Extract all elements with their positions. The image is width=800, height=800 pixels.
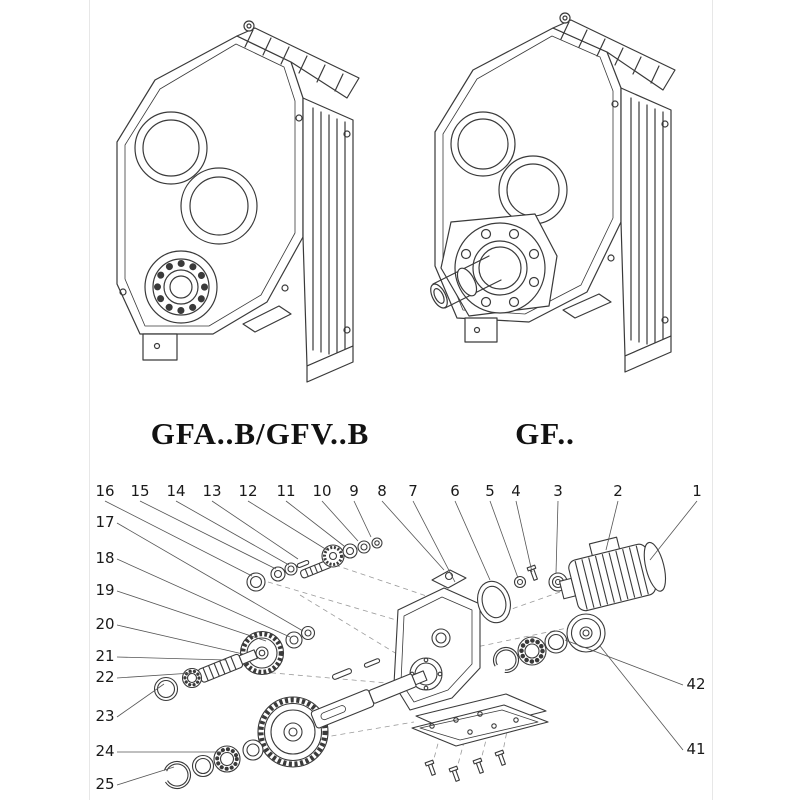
part-label-12: 12 [238, 482, 257, 500]
intermediate-gear [239, 630, 285, 676]
leader-lines [104, 500, 698, 786]
ball-bearing-right [517, 636, 547, 666]
shaft-key-small [296, 559, 310, 569]
breather-cap [559, 12, 571, 24]
gear-bores [450, 111, 568, 225]
flange-bolt [526, 564, 538, 581]
plug-cap [246, 572, 266, 592]
part-label-21: 21 [95, 647, 114, 665]
oil-seal [191, 754, 215, 778]
screw-heads [119, 114, 351, 334]
base-feet [464, 293, 672, 373]
intermediate-washers [285, 625, 316, 649]
washer-pair [270, 562, 298, 582]
gearbox-drawing-gfab [116, 20, 360, 383]
gearbox-drawing-gf [430, 12, 676, 373]
part-label-25: 25 [95, 775, 114, 793]
base-feet [142, 305, 354, 383]
end-cover [566, 613, 606, 653]
part-label-22: 22 [95, 668, 114, 686]
page-margin-line-right [712, 0, 713, 800]
part-label-11: 11 [276, 482, 295, 500]
gear-bores [134, 111, 258, 245]
part-label-20: 20 [95, 615, 114, 633]
retaining-washers [342, 537, 383, 559]
bottom-cover-assembly [411, 693, 549, 782]
part-label-2: 2 [613, 482, 623, 500]
part-label-7: 7 [408, 482, 418, 500]
model-label-gf: GF.. [515, 416, 575, 451]
part-label-41: 41 [686, 740, 705, 758]
snap-ring-left [162, 760, 192, 790]
part-label-18: 18 [95, 549, 114, 567]
shim-ring [544, 630, 568, 654]
ball-bearing-small [181, 667, 203, 689]
part-label-3: 3 [553, 482, 563, 500]
part-label-17: 17 [95, 513, 114, 531]
part-label-19: 19 [95, 581, 114, 599]
output-shaft [310, 670, 428, 729]
output-shaft [430, 255, 502, 309]
shaft-key [363, 658, 381, 668]
output-gear [257, 696, 329, 768]
side-face-ribs [302, 97, 354, 367]
part-label-1: 1 [692, 482, 702, 500]
part-label-15: 15 [130, 482, 149, 500]
breather-cap [243, 20, 255, 32]
screw-heads [607, 100, 669, 324]
part-label-14: 14 [166, 482, 185, 500]
part-label-8: 8 [377, 482, 387, 500]
shaft-key [331, 668, 353, 680]
part-label-4: 4 [511, 482, 521, 500]
output-bearing [144, 250, 218, 324]
page-margin-line-left [89, 0, 90, 800]
part-label-9: 9 [349, 482, 359, 500]
part-label-24: 24 [95, 742, 114, 760]
model-label-gfab: GFA..B/GFV..B [150, 416, 370, 451]
intermediate-pinion [197, 649, 258, 683]
part-label-16: 16 [95, 482, 114, 500]
part-label-42: 42 [686, 675, 705, 693]
exploded-parts-diagram: 16 15 14 13 12 11 10 9 8 7 6 5 4 3 2 1 1… [95, 482, 705, 793]
part-label-6: 6 [450, 482, 460, 500]
part-label-10: 10 [312, 482, 331, 500]
output-washer [242, 739, 264, 761]
side-face-ribs [620, 87, 672, 357]
part-label-13: 13 [202, 482, 221, 500]
small-washer [513, 575, 527, 589]
part-label-23: 23 [95, 707, 114, 725]
snap-ring-output [492, 646, 520, 674]
motor-unit [558, 536, 667, 612]
part-label-5: 5 [485, 482, 495, 500]
seal-ring [153, 676, 179, 702]
input-gasket [477, 580, 511, 624]
input-gear [321, 544, 345, 568]
ball-bearing-output [213, 745, 241, 773]
